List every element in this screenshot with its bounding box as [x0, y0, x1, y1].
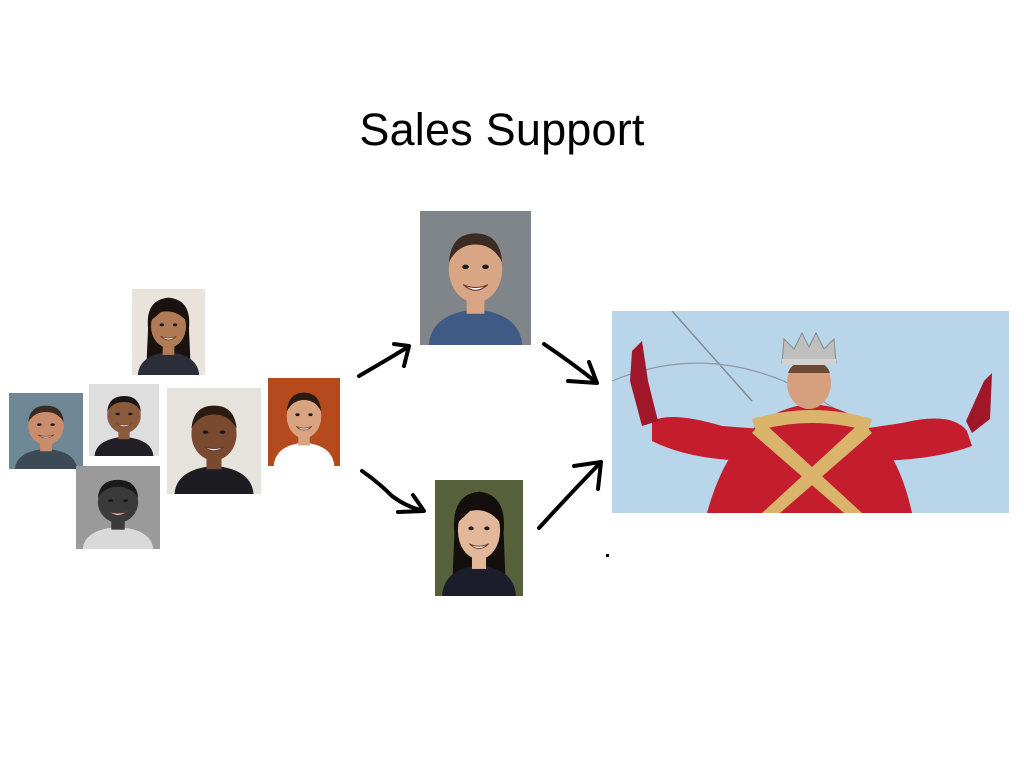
arrow-team-to-manager-bottom: [360, 469, 426, 514]
headshot-illustration: [167, 388, 261, 494]
slide-title: Sales Support: [0, 104, 1024, 156]
slide-title-text: Sales Support: [359, 104, 645, 155]
arrow-team-to-manager-top: [357, 342, 411, 378]
team-member-photo-man-grayscale: [76, 466, 160, 549]
king-illustration: [612, 311, 1009, 513]
manager-photo-man: [420, 211, 531, 345]
arrow-manager-bottom-to-king: [537, 460, 603, 530]
arrow-manager-top-to-king: [542, 342, 599, 385]
headshot-illustration: [268, 378, 340, 466]
headshot-illustration: [132, 289, 205, 375]
king-photo: [612, 311, 1009, 513]
headshot-illustration: [9, 393, 83, 469]
headshot-illustration: [89, 384, 159, 456]
team-member-photo-man-suit-small: [89, 384, 159, 456]
team-member-photo-man-suit-large: [167, 388, 261, 494]
stray-dot: [606, 554, 609, 557]
headshot-illustration: [435, 480, 523, 596]
team-member-photo-woman: [132, 289, 205, 375]
headshot-illustration: [76, 466, 160, 549]
manager-photo-woman: [435, 480, 523, 596]
headshot-illustration: [420, 211, 531, 345]
team-member-photo-man-left: [9, 393, 83, 469]
team-member-photo-man-orange: [268, 378, 340, 466]
